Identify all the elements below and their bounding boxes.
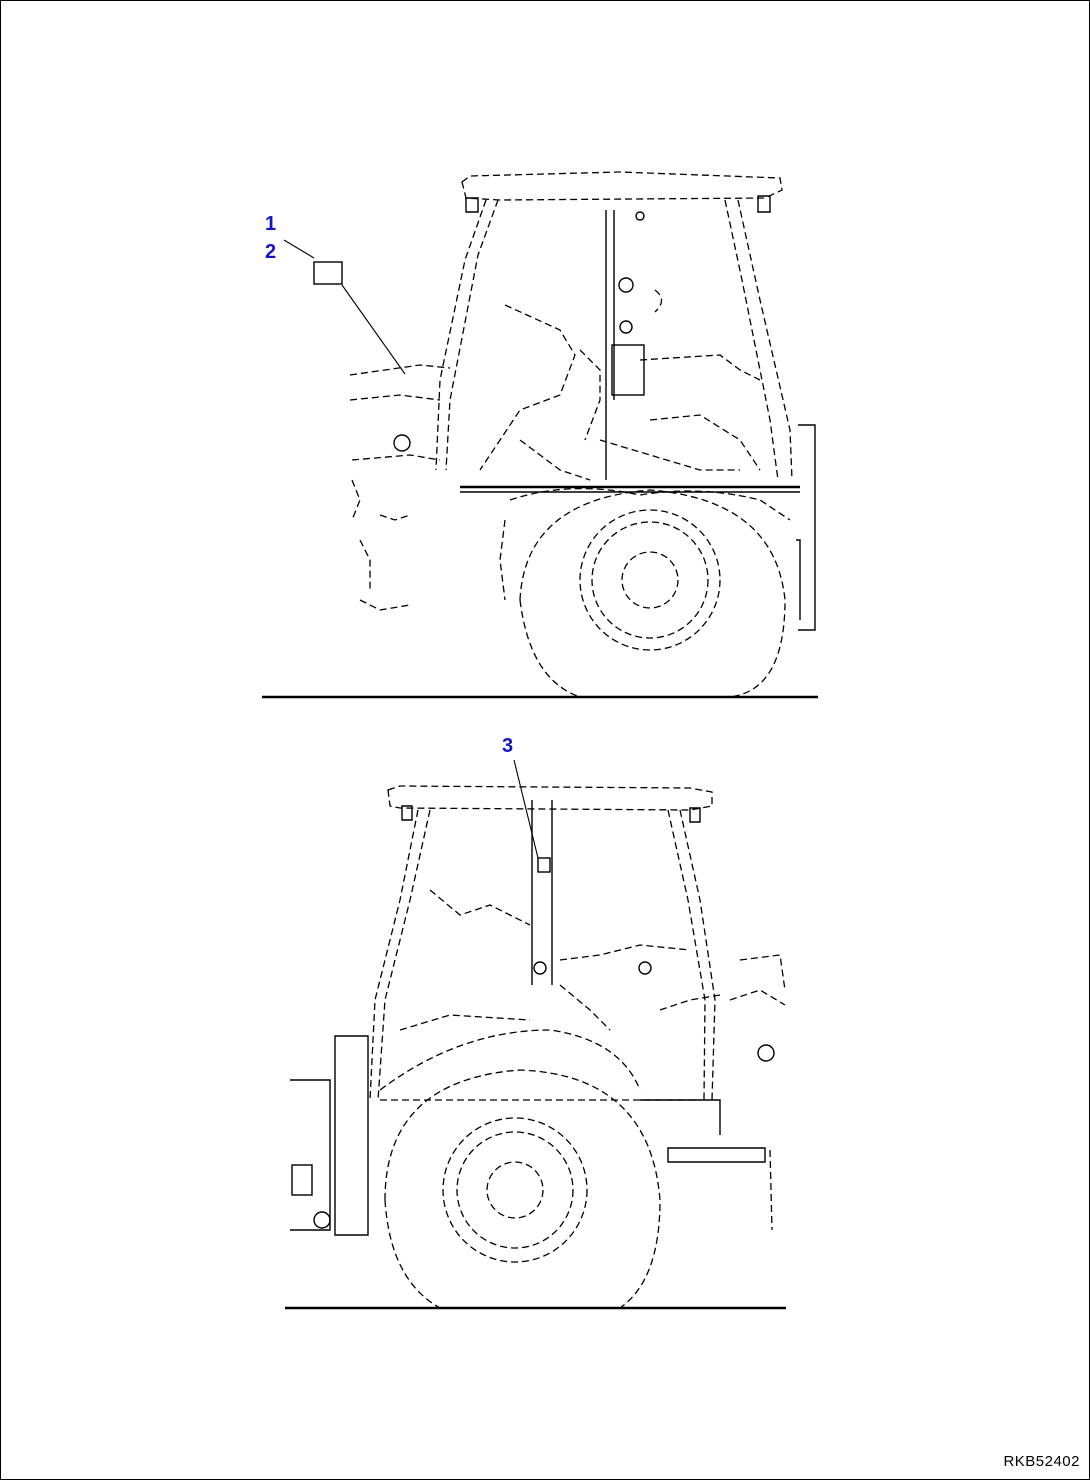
callout-item-3: 3 xyxy=(502,735,514,757)
callout-item-1: 1 xyxy=(265,213,277,235)
callout-item-2: 2 xyxy=(265,241,277,263)
drawing-code-label: RKB52402 xyxy=(1003,1453,1080,1470)
top-view-cab xyxy=(262,171,818,699)
label-decal-marker-bottom xyxy=(537,857,551,873)
bottom-view-leader xyxy=(513,759,539,859)
bottom-view-cab xyxy=(285,785,786,1310)
top-view-leader xyxy=(283,239,406,375)
label-decal-marker-top xyxy=(313,261,343,285)
